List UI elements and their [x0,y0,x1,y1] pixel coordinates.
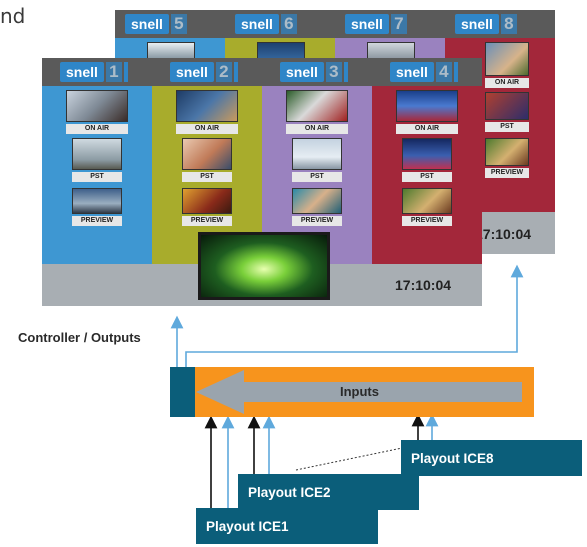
logo-8: snell 8 [455,14,517,34]
logo-bar [453,62,458,82]
playout-ice8-box: Playout ICE8 [401,440,582,476]
logo-4: snell 4 [390,62,458,82]
on-air-label: ON AIR [66,124,128,134]
pst-label: PST [182,172,232,182]
pst-label: PST [72,172,122,182]
preview-label: PREVIEW [402,216,452,226]
logo-text: snell [125,14,169,34]
channel-number: 5 [170,14,187,34]
channel-number: 1 [105,62,122,82]
logo-7: snell 7 [345,14,407,34]
router-controller-block [170,367,195,417]
on-air-label: ON AIR [396,124,458,134]
logo-text: snell [280,62,324,82]
output-line-back [185,264,524,367]
inputs-arrow [196,370,522,414]
pst-label: PST [485,122,529,132]
preview-label: PREVIEW [485,168,529,178]
video-thumbnail [402,138,452,170]
ellipsis-dotted-line [295,447,403,471]
logo-bar [343,62,348,82]
logo-6: snell 6 [235,14,297,34]
logo-bar [233,62,238,82]
preview-label: PREVIEW [292,216,342,226]
video-thumbnail [66,90,128,122]
on-air-label: ON AIR [485,78,529,88]
video-thumbnail [182,188,232,214]
logo-text: snell [170,62,214,82]
pst-label: PST [402,172,452,182]
main-video-thumbnail [198,232,330,300]
video-thumbnail [396,90,458,122]
logo-text: snell [345,14,389,34]
controller-outputs-label: Controller / Outputs [18,330,141,345]
cropped-text: nd [0,4,26,28]
channel-number: 2 [215,62,232,82]
logo-1: snell 1 [60,62,128,82]
video-thumbnail [286,90,348,122]
video-thumbnail [72,188,122,214]
inputs-label: Inputs [340,384,379,399]
pst-label: PST [292,172,342,182]
video-thumbnail [402,188,452,214]
logo-text: snell [455,14,499,34]
channel-number: 6 [280,14,297,34]
back-clock: 17:10:04 [475,226,532,242]
video-thumbnail [485,92,529,120]
logo-5: snell 5 [125,14,187,34]
logo-2: snell 2 [170,62,238,82]
channel-number: 4 [435,62,452,82]
front-multiviewer: snell 1 snell 2 snell 3 snell 4 ON AIR P… [42,58,482,306]
on-air-label: ON AIR [176,124,238,134]
preview-label: PREVIEW [72,216,122,226]
video-thumbnail [182,138,232,170]
preview-label: PREVIEW [182,216,232,226]
logo-text: snell [390,62,434,82]
logo-text: snell [235,14,279,34]
on-air-label: ON AIR [286,124,348,134]
channel-number: 7 [390,14,407,34]
video-thumbnail [72,138,122,170]
channel-number: 3 [325,62,342,82]
playout-ice2-box: Playout ICE2 [238,474,419,510]
video-thumbnail [176,90,238,122]
front-clock: 17:10:04 [395,277,452,293]
video-thumbnail [485,42,529,76]
logo-text: snell [60,62,104,82]
video-thumbnail [485,138,529,166]
channel-number: 8 [500,14,517,34]
logo-3: snell 3 [280,62,348,82]
logo-bar [123,62,128,82]
video-thumbnail [292,188,342,214]
playout-ice1-box: Playout ICE1 [196,508,378,544]
video-thumbnail [292,138,342,170]
